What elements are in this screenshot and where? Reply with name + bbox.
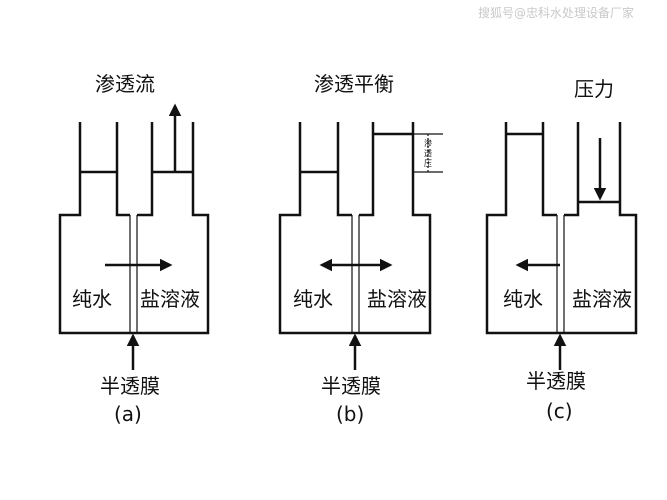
panel-a-left-label: 纯水	[72, 287, 112, 311]
panel-b-tag: (b)	[336, 402, 364, 426]
panel-c-tag: (c)	[546, 399, 573, 423]
panel-a-top-label: 渗透流	[95, 72, 155, 96]
panel-b-top-label: 渗透平衡	[314, 72, 394, 96]
panel-c-left-label: 纯水	[503, 287, 543, 311]
panel-c: 压力 纯水 盐溶液 半透膜 (c)	[485, 77, 638, 423]
panel-a-vessel	[58, 122, 210, 335]
panel-a-tag: (a)	[114, 402, 142, 426]
panel-b-vessel	[278, 122, 432, 335]
panel-c-top-label: 压力	[574, 77, 614, 101]
panel-a: 渗透流 纯水 盐溶液 半透膜 (a)	[58, 72, 210, 426]
panel-c-membrane-label: 半透膜	[526, 369, 586, 393]
panel-c-vessel	[485, 122, 638, 335]
panel-a-membrane-label: 半透膜	[100, 374, 160, 398]
panel-a-left-column	[115, 122, 130, 217]
panel-a-right-column	[137, 122, 154, 217]
panel-b-pressure-note: 渗	[424, 138, 432, 148]
panel-b-pressure-note: 透	[424, 149, 432, 158]
panel-b-membrane-label: 半透膜	[321, 374, 381, 398]
panel-c-right-label: 盐溶液	[572, 287, 632, 311]
panel-b-pressure-note: 压	[424, 159, 432, 168]
panel-c-left-column	[541, 122, 557, 217]
panel-b: 渗 透 压 渗透平衡 纯水 盐溶液 半透膜 (b)	[278, 72, 443, 426]
panel-c-right-column	[564, 122, 580, 217]
panel-a-right-label: 盐溶液	[140, 287, 200, 311]
watermark-text: 搜狐号@忠科水处理设备厂家	[478, 5, 634, 20]
panel-b-left-column	[336, 122, 352, 217]
panel-b-right-label: 盐溶液	[367, 287, 427, 311]
panel-b-left-label: 纯水	[293, 287, 333, 311]
panel-b-right-column	[359, 122, 375, 217]
